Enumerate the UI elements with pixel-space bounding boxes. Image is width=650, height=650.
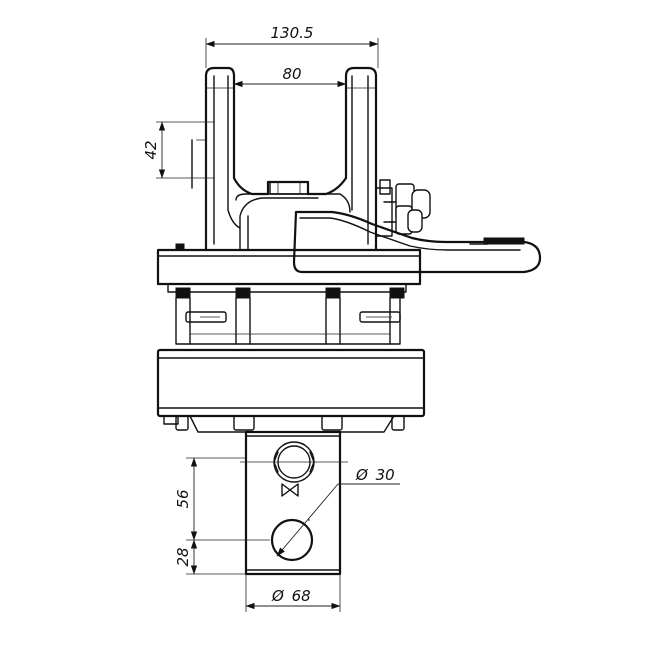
dimension-label-diameter-68: Ø 68 xyxy=(271,587,311,605)
lower-bolts xyxy=(175,415,405,433)
lever-arm xyxy=(292,210,542,274)
top-flange xyxy=(156,243,422,286)
hydraulic-fittings xyxy=(375,179,431,237)
diameter-symbol: Ø xyxy=(355,466,369,484)
dimension-label-diameter-30: Ø 30 xyxy=(355,466,395,484)
dimension-fork-opening: 80 xyxy=(233,65,347,88)
dimension-outlet-vertical: 56 28 xyxy=(174,457,270,575)
diameter-value-68: 68 xyxy=(292,587,311,605)
diameter-symbol: Ø xyxy=(271,587,285,605)
fork-yoke xyxy=(191,66,378,251)
valve-symbol xyxy=(281,483,299,497)
dimension-label-28: 28 xyxy=(174,547,192,566)
bottom-flange xyxy=(156,348,426,425)
dimension-label-130-5: 130.5 xyxy=(271,24,314,42)
output-shaft xyxy=(240,430,348,576)
dimension-shaft-diameter: Ø 30 xyxy=(276,466,400,557)
dimension-label-80: 80 xyxy=(282,65,301,83)
dimension-label-42: 42 xyxy=(142,140,160,159)
dimension-overall-width: 130.5 xyxy=(205,24,379,68)
dimension-fork-depth: 42 xyxy=(142,121,214,179)
diameter-value-30: 30 xyxy=(376,466,395,484)
dimension-label-56: 56 xyxy=(174,489,192,508)
rotator-body xyxy=(167,283,407,345)
dimension-outlet-diameter: Ø 68 xyxy=(245,574,341,612)
